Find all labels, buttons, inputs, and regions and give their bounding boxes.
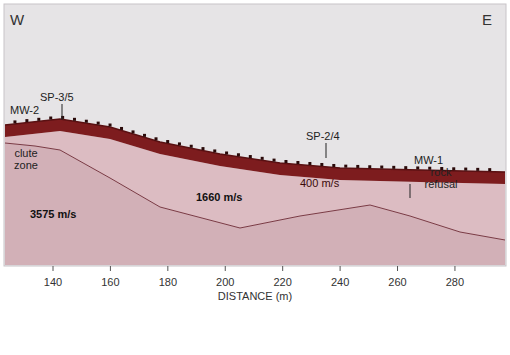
geophone-mark [166, 140, 169, 143]
geophone-mark [416, 166, 419, 169]
marker-tick [410, 184, 411, 198]
geophone-mark [344, 165, 347, 168]
geophone-mark [49, 117, 52, 120]
well-label: MW-1 [414, 154, 443, 166]
axis-tick [167, 266, 168, 271]
axis-tick-label: 220 [274, 276, 292, 288]
geophone-mark [488, 168, 491, 171]
geophone-mark [213, 149, 216, 152]
axis-tick [282, 266, 283, 271]
axis-tick-label: 180 [159, 276, 177, 288]
geophone-mark [225, 151, 228, 154]
ground-surface [5, 119, 505, 172]
marker-tick [326, 143, 327, 158]
geophone-mark [178, 142, 181, 145]
geophone-mark [13, 120, 16, 123]
axis-tick [454, 266, 455, 271]
layer-label: 3575 m/s [30, 208, 76, 220]
geophone-mark [85, 120, 88, 123]
geophone-mark [109, 124, 112, 127]
geophone-mark [37, 118, 40, 121]
geophone-mark [261, 157, 264, 160]
compass-label: E [482, 12, 492, 28]
geophone-mark [190, 145, 193, 148]
geophone-mark [308, 162, 311, 165]
axis-tick [340, 266, 341, 271]
plot-frame [4, 4, 506, 266]
geophone-mark [97, 122, 100, 125]
geophone-mark [452, 167, 455, 170]
geophone-mark [464, 168, 467, 171]
layer-label: rock refusal [418, 166, 464, 190]
geophone-mark [132, 130, 135, 133]
axis-title: DISTANCE (m) [218, 290, 292, 302]
geophone-mark [356, 165, 359, 168]
axis-tick-label: 160 [101, 276, 119, 288]
geophone-mark [332, 164, 335, 167]
layer-label: clute zone [9, 147, 43, 171]
axis-tick [53, 266, 54, 271]
geophone-mark [73, 118, 76, 121]
geophone-mark [368, 165, 371, 168]
geophone-mark [284, 160, 287, 163]
axis-tick [225, 266, 226, 271]
geophone-mark [296, 161, 299, 164]
surface-layer [5, 119, 505, 184]
well-label: SP-3/5 [40, 91, 74, 103]
axis-tick-label: 140 [44, 276, 62, 288]
geophone-mark [273, 159, 276, 162]
well-label: MW-2 [10, 104, 39, 116]
axis-tick [397, 266, 398, 271]
axis-tick-label: 240 [331, 276, 349, 288]
refractor-line [5, 143, 505, 240]
geophone-mark [380, 166, 383, 169]
geophone-mark [155, 137, 158, 140]
geophone-mark [120, 127, 123, 130]
geophone-mark [25, 119, 28, 122]
marker-tick [62, 104, 63, 120]
axis-tick-label: 200 [216, 276, 234, 288]
layer-label: 1660 m/s [196, 191, 242, 203]
compass-label: W [10, 12, 24, 28]
axis-tick-label: 280 [446, 276, 464, 288]
geophone-mark [237, 153, 240, 156]
geophone-mark [404, 166, 407, 169]
geophone-mark [201, 147, 204, 150]
geophone-mark [143, 134, 146, 137]
layer-label: 400 m/s [300, 177, 339, 189]
geophone-mark [392, 166, 395, 169]
geophone-mark [476, 168, 479, 171]
middle-layer [5, 131, 505, 240]
axis-tick [110, 266, 111, 271]
well-label: SP-2/4 [306, 130, 340, 142]
geophone-mark [249, 155, 252, 158]
geophone-mark [320, 163, 323, 166]
axis-tick-label: 260 [388, 276, 406, 288]
